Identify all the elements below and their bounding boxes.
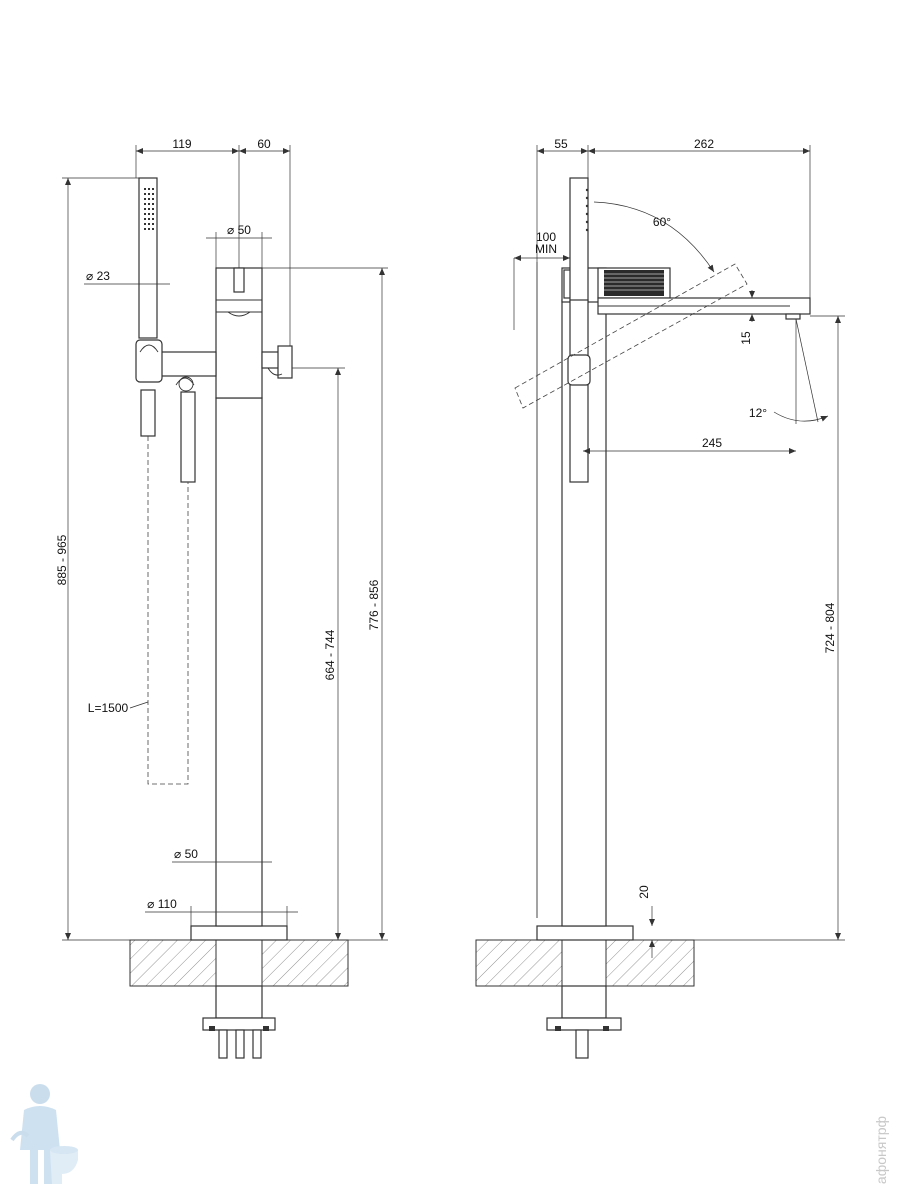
dim-spout-height-label: 724 - 804 — [823, 602, 837, 653]
dim-base-height-label: 20 — [637, 885, 651, 899]
dim-262-label: 262 — [694, 137, 714, 151]
hose-dashed — [147, 436, 189, 785]
dim-spout-thickness: 15 — [739, 290, 755, 345]
dim-body-height: 776 - 856 — [262, 267, 388, 941]
dim-diameter-50-column-label: ⌀ 50 — [174, 847, 198, 861]
plumber-mascot-logo — [10, 1084, 78, 1184]
dim-diameter-50-column: ⌀ 50 — [172, 847, 272, 868]
hose-connector-front — [180, 391, 196, 483]
floor-slab-front — [129, 939, 349, 987]
dim-diameter-110-label: ⌀ 110 — [147, 897, 177, 911]
dim-diameter-50-top-label: ⌀ 50 — [227, 223, 251, 237]
handshower-front — [138, 177, 158, 437]
lever-handle-side — [597, 267, 671, 299]
handshower-side — [567, 177, 591, 483]
dim-base-height: 20 — [637, 885, 655, 958]
dim-outlet-height: 664 - 744 — [292, 367, 345, 940]
handshower-nozzles — [144, 188, 154, 230]
under-floor-fitting-front — [202, 985, 276, 1059]
dim-angle-60: 60° — [593, 201, 715, 273]
dim-angle-12: 12° — [749, 318, 829, 424]
dim-angle-12-label: 12° — [749, 406, 767, 420]
dim-top-front: 119 60 — [135, 137, 291, 346]
dim-diameter-23-label: ⌀ 23 — [86, 269, 110, 283]
column-front — [215, 397, 263, 927]
spout-side — [597, 297, 811, 320]
base-flange-front — [190, 925, 288, 941]
dim-body-height-label: 776 - 856 — [367, 579, 381, 630]
dim-119-label: 119 — [172, 137, 191, 151]
dim-spout-reach-label: 245 — [702, 436, 722, 450]
hose-length-label: L=1500 — [88, 701, 129, 715]
dim-angle-60-label: 60° — [653, 215, 671, 229]
diverter-knob-front — [261, 345, 293, 379]
dim-wall-clearance: 100 MIN — [513, 230, 570, 330]
site-watermark: афонятрф — [873, 1116, 889, 1184]
dim-diameter-50-top: ⌀ 50 — [206, 223, 272, 268]
dim-top-side: 55 262 — [536, 137, 811, 298]
dim-outlet-height-label: 664 - 744 — [323, 629, 337, 680]
front-view: 119 60 ⌀ 50 ⌀ 23 885 - 965 664 - 744 — [55, 137, 388, 1059]
dim-total-height-label: 885 - 965 — [55, 534, 69, 585]
dim-diameter-23: ⌀ 23 — [84, 269, 170, 285]
dim-55-label: 55 — [554, 137, 568, 151]
dim-spout-thickness-label: 15 — [739, 331, 753, 345]
dim-spout-height: 724 - 804 — [694, 315, 845, 941]
under-floor-fitting-side — [546, 985, 622, 1059]
dim-wall-clearance-label-line1: 100 — [536, 230, 556, 244]
dim-diameter-110: ⌀ 110 — [145, 897, 298, 926]
handshower-holder-front — [135, 339, 217, 392]
hose-length-callout: L=1500 — [88, 701, 149, 715]
side-view: 60° 100 MIN 55 262 15 — [475, 137, 845, 1059]
lever-rotated-outline — [514, 263, 748, 409]
dim-60-label: 60 — [257, 137, 271, 151]
base-flange-side — [536, 925, 634, 941]
dim-total-height: 885 - 965 — [55, 177, 139, 941]
mixer-body-front — [215, 267, 263, 399]
floor-slab-side — [475, 939, 695, 987]
dim-wall-clearance-label-line2: MIN — [535, 242, 557, 256]
dim-spout-reach: 245 — [583, 436, 796, 454]
